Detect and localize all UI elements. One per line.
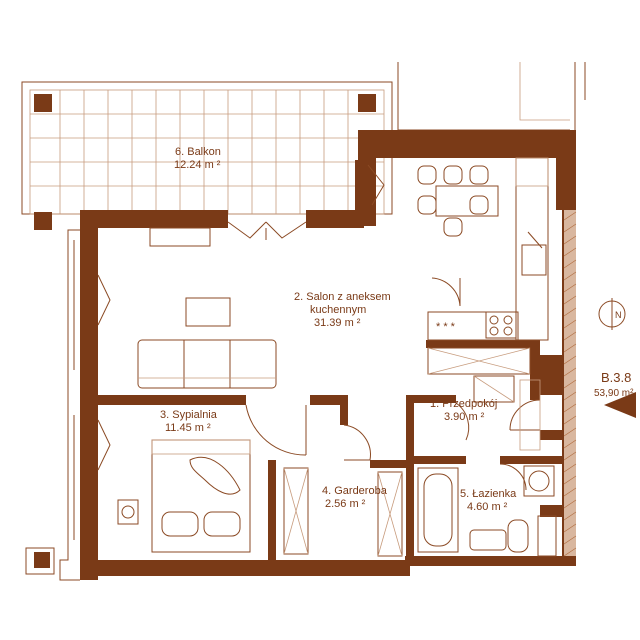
- unit-code: B.3.8: [601, 370, 631, 385]
- room-area-sypialnia: 11.45 m ²: [165, 422, 211, 434]
- room-name-lazienka: 5. Łazienka: [460, 488, 517, 500]
- room-name-salon: 2. Salon z aneksem: [294, 291, 391, 303]
- compass-letter: N: [615, 310, 622, 320]
- living-room: [137, 227, 307, 456]
- hall: [455, 375, 541, 491]
- room-area-balkon: 12.24 m ²: [174, 159, 221, 171]
- balcony-area: [21, 62, 586, 230]
- room-area-przedpokoj: 3.90 m ²: [444, 411, 485, 423]
- room-name-balkon: 6. Balkon: [175, 146, 221, 158]
- room-name-salon-line2: kuchennym: [310, 304, 366, 316]
- wardrobe: [283, 424, 403, 557]
- kitchen: * * *: [417, 157, 549, 375]
- room-name-garderoba: 4. Garderoba: [322, 485, 388, 497]
- room-area-salon: 31.39 m ²: [314, 317, 361, 329]
- room-area-lazienka: 4.60 m ²: [467, 501, 508, 513]
- north-compass-icon: N: [598, 298, 626, 330]
- stove-icon: [485, 311, 517, 339]
- left-windows: [25, 229, 111, 581]
- room-name-przedpokoj: 1. Przedpokój: [430, 398, 497, 410]
- entrance-arrow-icon: [604, 392, 636, 418]
- bathtub-icon: [417, 467, 459, 553]
- external-wall-hatch: [563, 210, 577, 557]
- bathroom: [417, 465, 557, 557]
- svg-text:* * *: * * *: [436, 321, 456, 333]
- washing-machine-icon: [523, 465, 555, 497]
- unit-area: 53,90 m²: [594, 388, 634, 399]
- room-area-garderoba: 2.56 m ²: [325, 498, 366, 510]
- bedroom: [117, 439, 251, 553]
- balcony-door: [227, 164, 385, 240]
- toilet-icon: [507, 519, 529, 553]
- sink-icon: [521, 244, 547, 276]
- room-name-sypialnia: 3. Sypialnia: [160, 409, 218, 421]
